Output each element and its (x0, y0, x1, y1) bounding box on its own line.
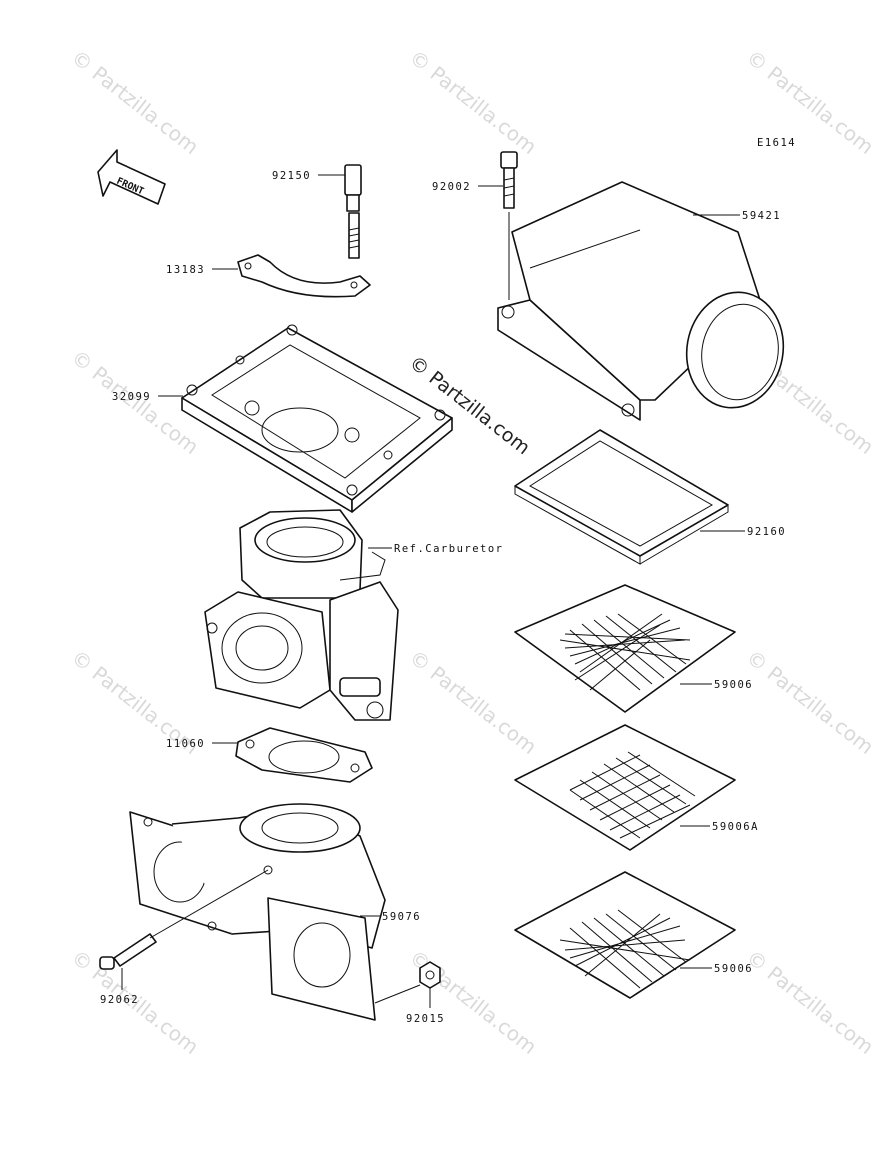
watermark: © Partzilla.com (742, 645, 878, 759)
label-32099: 32099 (112, 391, 151, 403)
label-59006a: 59006A (712, 821, 759, 833)
air-box-base-32099 (181, 324, 453, 513)
label-11060: 11060 (166, 738, 205, 750)
stud-92062 (99, 869, 269, 970)
gasket-11060 (235, 727, 373, 783)
bolt-92002 (500, 151, 518, 300)
bolt-92150 (344, 164, 362, 259)
screen-59006-bottom (514, 871, 736, 999)
label-13183: 13183 (166, 264, 205, 276)
label-92015: 92015 (406, 1013, 445, 1025)
watermark: © Partzilla.com (67, 45, 203, 159)
label-59076: 59076 (382, 911, 421, 923)
bracket-13183 (237, 254, 371, 298)
label-92062: 92062 (100, 994, 139, 1006)
label-92150: 92150 (272, 170, 311, 182)
intake-manifold-59076 (129, 803, 386, 1021)
watermark: © Partzilla.com (405, 645, 541, 759)
gasket-92160 (514, 429, 729, 565)
front-arrow-icon: FRONT (97, 149, 166, 205)
label-92002: 92002 (432, 181, 471, 193)
carburetor-ref (204, 509, 399, 721)
label-59421: 59421 (742, 210, 781, 222)
watermark: © Partzilla.com (742, 945, 878, 1059)
air-box-cover-59421 (497, 181, 785, 421)
screen-59006a-mid (514, 724, 736, 851)
diagram-code: E1614 (757, 137, 796, 149)
label-59006-bottom: 59006 (714, 963, 753, 975)
label-ref-carburetor: Ref.Carburetor (394, 543, 504, 555)
label-92160: 92160 (747, 526, 786, 538)
watermark: © Partzilla.com (405, 945, 541, 1059)
screen-59006-top (514, 584, 736, 713)
label-59006-top: 59006 (714, 679, 753, 691)
nut-92015 (374, 961, 441, 1004)
watermark: © Partzilla.com (405, 45, 541, 159)
